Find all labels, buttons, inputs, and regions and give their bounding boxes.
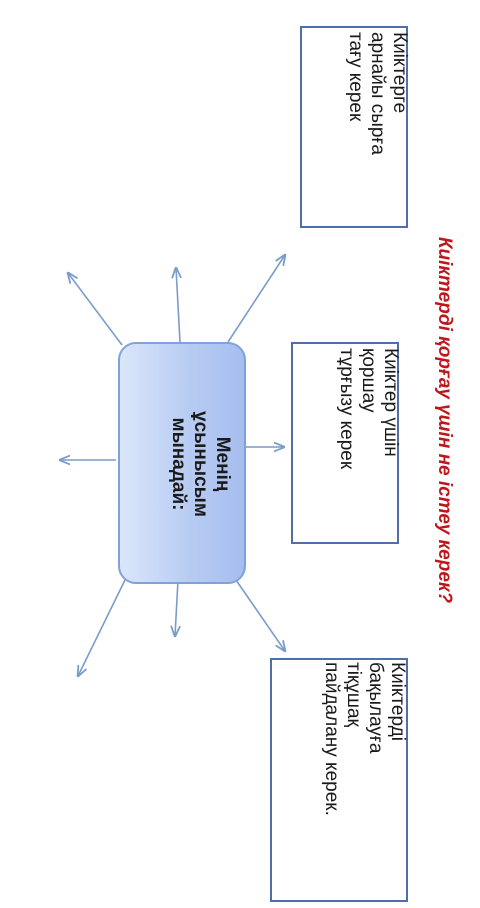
diagram-title: Киіктерді қорғау үшін не істеу керек? xyxy=(434,236,455,604)
box-helicopter: Киіктерді бақылауға тіқұшақ пайдалану ке… xyxy=(270,658,408,902)
central-node: Менің ұсынысым мынадай: xyxy=(118,342,246,584)
arrow-to-box-3 xyxy=(235,579,285,651)
box-ear-tags: Киіктерге арнайы сырға тағу керек xyxy=(300,26,410,228)
box-fence-text: Киіктер үшін қоршау тұрғызу керек xyxy=(336,348,401,470)
central-node-text: Менің ұсынысым мынадай: xyxy=(168,411,233,517)
box-helicopter-text: Киіктерді бақылауға тіқұшақ пайдалану ке… xyxy=(321,662,408,816)
arrow-up-middle xyxy=(176,268,180,343)
arrow-down-middle xyxy=(175,579,178,636)
box-fence: Киіктер үшін қоршау тұрғызу керек xyxy=(291,342,401,544)
arrow-up-left xyxy=(68,273,123,346)
arrow-down-left xyxy=(78,579,126,676)
arrow-to-box-1 xyxy=(227,255,285,343)
box-ear-tags-text: Киіктерге арнайы сырға тағу керек xyxy=(345,32,410,155)
